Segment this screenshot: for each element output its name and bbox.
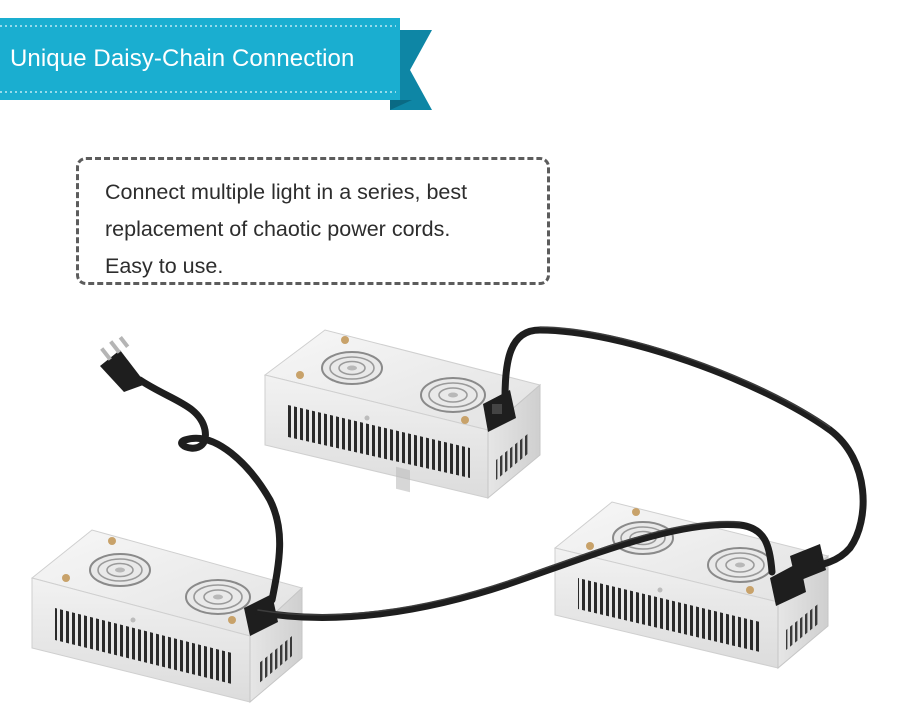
fan-icon — [707, 547, 773, 583]
fan-icon — [420, 377, 486, 413]
fan-icon — [89, 553, 151, 587]
light-unit-right — [553, 501, 830, 670]
fan-icon — [321, 351, 383, 385]
ribbon-shape — [0, 18, 432, 110]
ribbon-band — [0, 18, 400, 100]
banner-title: Unique Daisy-Chain Connection — [10, 45, 355, 72]
callout-line-1: Connect multiple light in a series, best — [105, 180, 468, 204]
daisy-chain-product-photo — [0, 300, 900, 720]
plug-icon — [100, 336, 146, 392]
section-banner: Unique Daisy-Chain Connection — [0, 18, 432, 114]
product-illustration — [30, 326, 867, 704]
callout-text: Connect multiple light in a series, best… — [105, 174, 545, 285]
callout-line-3: Easy to use. — [105, 254, 224, 278]
power-cables — [136, 326, 867, 621]
ribbon-fold-shadow — [390, 100, 412, 110]
fan-icon — [185, 579, 251, 615]
light-unit-top — [263, 329, 542, 500]
description-callout: Connect multiple light in a series, best… — [76, 157, 550, 285]
callout-line-2: replacement of chaotic power cords. — [105, 217, 451, 241]
light-unit-left — [30, 529, 303, 704]
